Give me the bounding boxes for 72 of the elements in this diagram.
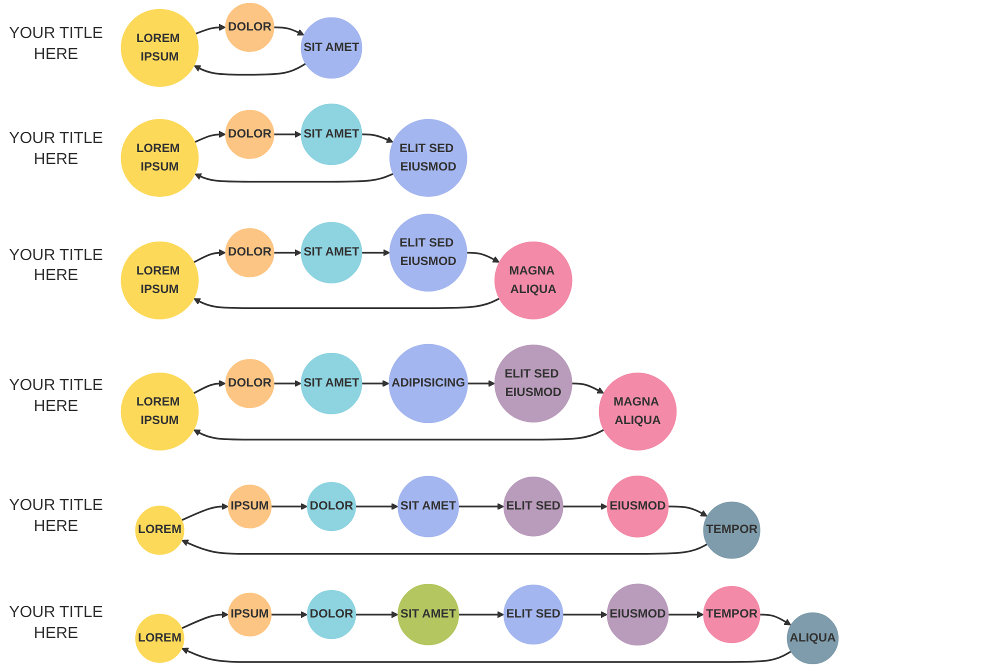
arrow <box>356 611 398 618</box>
arrow <box>458 611 504 618</box>
node-circle: SIT AMET <box>398 584 459 646</box>
node-circle: DOLOR <box>225 110 274 159</box>
node-circle: DOLOR <box>225 358 274 408</box>
arrow <box>572 382 604 394</box>
arrow <box>458 503 504 510</box>
arrow <box>562 503 608 510</box>
cycle-title: YOUR TITLE HERE <box>8 129 104 170</box>
arrow <box>194 172 394 183</box>
arrow <box>195 24 226 35</box>
arrow <box>274 26 304 36</box>
arrow <box>362 134 394 143</box>
node-circle: LOREM <box>135 506 184 555</box>
node-circle: SIT AMET <box>300 352 362 414</box>
node-circle: SIT AMET <box>398 476 459 538</box>
arrow <box>356 503 398 510</box>
node-circle: ELIT SED <box>503 476 564 536</box>
node-circle: SIT AMET <box>300 222 362 284</box>
arrow <box>274 130 302 138</box>
arrow <box>274 249 302 256</box>
arrow <box>668 506 708 517</box>
cycle-title: YOUR TITLE HERE <box>8 24 104 65</box>
arrow <box>362 249 390 256</box>
arrow <box>668 611 704 618</box>
node-circle: TEMPOR <box>703 502 760 559</box>
node-circle: LOREM <box>135 614 184 663</box>
arrow <box>760 614 792 626</box>
node-circle: ELIT SED <box>503 584 564 645</box>
arrow <box>362 380 390 388</box>
node-circle: DOLOR <box>306 590 356 640</box>
arrow <box>193 249 226 264</box>
node-circle: SIT AMET <box>300 104 362 166</box>
cycle-title: YOUR TITLE HERE <box>8 496 104 537</box>
cycle-title: YOUR TITLE HERE <box>8 376 104 417</box>
arrow <box>181 503 229 522</box>
node-circle: IPSUM <box>228 592 272 636</box>
node-circle: ELIT SED EIUSMOD <box>389 214 468 292</box>
node-circle: SIT AMET <box>300 17 362 79</box>
node-circle: ELIT SED EIUSMOD <box>494 344 572 422</box>
arrow <box>181 540 708 555</box>
node-circle: LOREM IPSUM <box>120 119 199 197</box>
node-circle: LOREM IPSUM <box>120 372 199 450</box>
node-circle: ALIQUA <box>786 612 839 664</box>
node-circle: DOLOR <box>225 2 274 52</box>
node-circle: DOLOR <box>306 482 356 532</box>
node-circle: ADIPISICING <box>388 344 468 424</box>
arrow <box>466 252 500 263</box>
arrow <box>562 611 608 618</box>
node-circle: TEMPOR <box>703 586 760 644</box>
node-circle: MAGNA ALIQUA <box>494 241 572 320</box>
arrow <box>468 380 496 388</box>
arrow <box>193 429 604 440</box>
arrow <box>194 130 226 143</box>
node-circle: EIUSMOD <box>606 584 669 646</box>
arrow <box>193 380 226 394</box>
arrow <box>194 62 306 76</box>
node-circle: IPSUM <box>228 484 272 528</box>
node-circle: DOLOR <box>225 228 274 278</box>
arrow <box>271 503 308 510</box>
node-circle: MAGNA ALIQUA <box>598 372 677 450</box>
arrow <box>193 298 500 309</box>
node-circle: LOREM IPSUM <box>120 8 199 87</box>
arrow <box>181 611 229 630</box>
arrow <box>271 611 308 618</box>
node-circle: EIUSMOD <box>606 476 669 538</box>
arrow <box>181 648 792 663</box>
arrow <box>274 380 302 388</box>
cycle-title: YOUR TITLE HERE <box>8 246 104 286</box>
node-circle: ELIT SED EIUSMOD <box>389 119 468 197</box>
cycle-title: YOUR TITLE HERE <box>8 602 104 644</box>
node-circle: LOREM IPSUM <box>120 241 199 320</box>
